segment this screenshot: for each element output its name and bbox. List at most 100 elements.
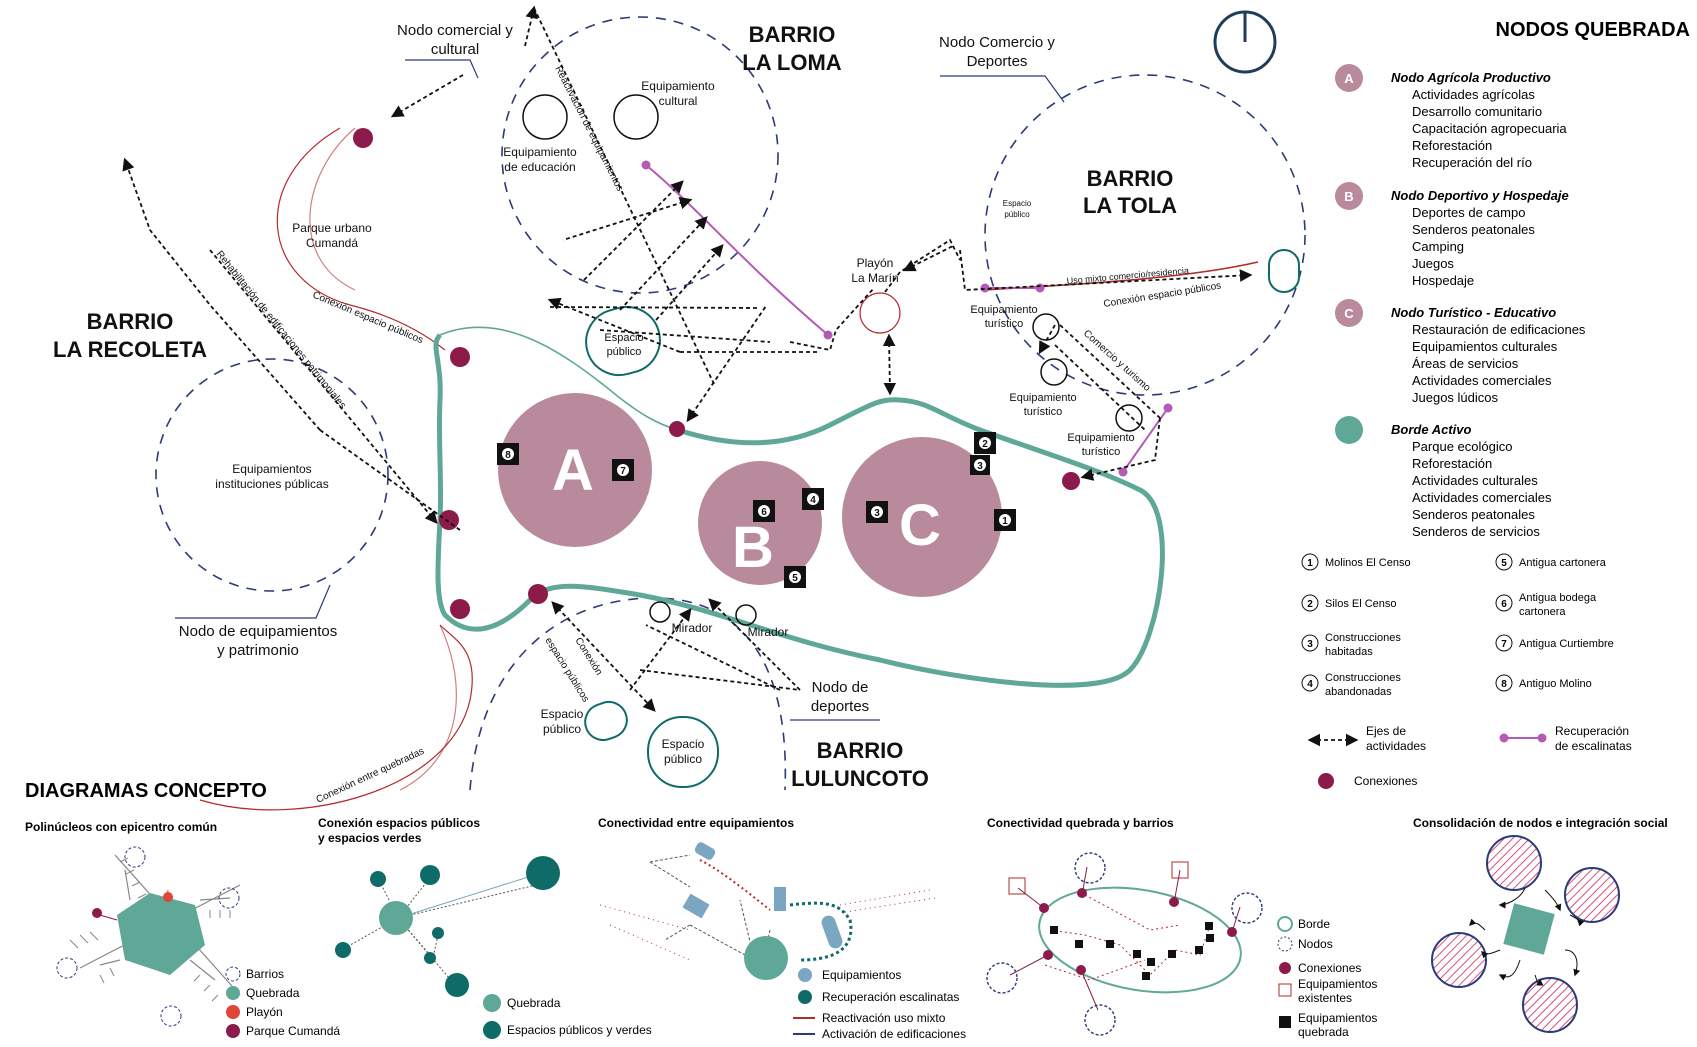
legend-group-title: Nodo Deportivo y Hospedaje bbox=[1391, 188, 1569, 203]
svg-text:Nodos: Nodos bbox=[1298, 937, 1333, 951]
barrio-tola-l2: LA TOLA bbox=[1083, 193, 1177, 218]
espacio-publico-tola-shape bbox=[1268, 249, 1300, 293]
legend-recuperacion-l2: de escalinatas bbox=[1555, 739, 1632, 753]
legend-group-title: Nodo Turístico - Educativo bbox=[1391, 305, 1556, 320]
legend-item: Reforestación bbox=[1412, 456, 1492, 471]
comercio-turismo-label: Comercio y turismo bbox=[1081, 328, 1153, 394]
conexion-quebradas-label: Conexión entre quebradas bbox=[315, 746, 426, 806]
svg-text:Reactivación uso mixto: Reactivación uso mixto bbox=[822, 1011, 946, 1025]
concept-diagram-2: Conexión espacios públicos y espacios ve… bbox=[318, 816, 652, 1039]
svg-text:Antigua bodega: Antigua bodega bbox=[1519, 592, 1597, 604]
marker-7: 7 bbox=[612, 459, 634, 481]
espacio-publico-l2-l1: Espacio bbox=[662, 737, 705, 751]
espacio-publico-loma-l2: público bbox=[607, 346, 642, 358]
parque-urbano-l2: Cumandá bbox=[306, 236, 358, 250]
barrio-recoleta-l1: BARRIO bbox=[87, 309, 174, 334]
node-a bbox=[498, 393, 652, 547]
legend-badge-letter: B bbox=[1344, 189, 1353, 204]
svg-text:Consolidación de nodos e integ: Consolidación de nodos e integración soc… bbox=[1413, 816, 1668, 830]
svg-text:4: 4 bbox=[810, 495, 816, 506]
svg-text:5: 5 bbox=[1501, 558, 1507, 569]
marker-2: 2 bbox=[974, 432, 996, 454]
equip-turistico-3-l2: turístico bbox=[1082, 446, 1121, 458]
marker-4: 4 bbox=[802, 488, 824, 510]
conexion-ep-lulun-l1: Conexión bbox=[572, 636, 604, 678]
conexion-quebradas-curve bbox=[199, 624, 473, 811]
svg-text:Quebrada: Quebrada bbox=[246, 986, 300, 1000]
concept-diagram-5: Consolidación de nodos e integración soc… bbox=[1413, 816, 1668, 1033]
legend-conexiones: Conexiones bbox=[1354, 774, 1417, 788]
marker-1: 1 bbox=[994, 509, 1016, 531]
node-b-letter: B bbox=[732, 515, 774, 580]
equip-instituciones-l2: instituciones públicas bbox=[215, 477, 328, 491]
equip-educacion-l1: Equipamiento bbox=[503, 145, 577, 159]
legend-recuperacion-l1: Recuperación bbox=[1555, 724, 1629, 738]
legend-title: NODOS QUEBRADA bbox=[1496, 19, 1690, 41]
nodo-deportes-l2: deportes bbox=[811, 698, 869, 715]
equip-turistico-2-l2: turístico bbox=[1024, 406, 1063, 418]
mirador-2: Mirador bbox=[748, 625, 789, 639]
barrio-recoleta-l2: LA RECOLETA bbox=[53, 337, 207, 362]
barrio-luluncoto-arc bbox=[469, 597, 787, 791]
numbered-markers: 8 7 6 4 5 3 2 3 1 bbox=[497, 432, 1016, 588]
equip-turistico-1-l1: Equipamiento bbox=[970, 304, 1037, 316]
espacio-publico-loma-l1: Espacio bbox=[604, 332, 643, 344]
legend-item: Reforestación bbox=[1412, 138, 1492, 153]
legend-item: Senderos peatonales bbox=[1412, 222, 1535, 237]
barrio-la-tola-circle bbox=[984, 74, 1306, 396]
nodo-comercio-deportes-l1: Nodo Comercio y bbox=[939, 34, 1055, 51]
legend-badge bbox=[1335, 416, 1363, 444]
nodo-equipamientos-l1: Nodo de equipamientos bbox=[179, 623, 337, 640]
svg-text:Activación de edificaciones: Activación de edificaciones bbox=[822, 1027, 966, 1041]
equip-instituciones-l1: Equipamientos bbox=[232, 462, 311, 476]
nodo-comercial-l1: Nodo comercial y bbox=[397, 22, 513, 39]
mirador-1: Mirador bbox=[672, 621, 713, 635]
legend-item: Parque ecológico bbox=[1412, 439, 1512, 454]
svg-text:8: 8 bbox=[505, 450, 511, 461]
svg-text:existentes: existentes bbox=[1298, 991, 1352, 1005]
concept-diagram-1: Polinúcleos con epicentro común Barrios … bbox=[25, 820, 340, 1038]
legend-item: Juegos bbox=[1412, 256, 1454, 271]
svg-text:Equipamientos: Equipamientos bbox=[822, 968, 901, 982]
legend-item: Desarrollo comunitario bbox=[1412, 104, 1542, 119]
svg-text:Conectividad entre equipamient: Conectividad entre equipamientos bbox=[598, 816, 794, 830]
ejes-actividades bbox=[122, 5, 1253, 712]
svg-text:3: 3 bbox=[977, 461, 983, 472]
nodo-deportes-l1: Nodo de bbox=[812, 679, 869, 696]
svg-text:1: 1 bbox=[1002, 516, 1008, 527]
svg-text:5: 5 bbox=[792, 573, 798, 584]
legend-item: Camping bbox=[1412, 239, 1464, 254]
svg-text:Construcciones: Construcciones bbox=[1325, 672, 1401, 684]
svg-text:2: 2 bbox=[982, 439, 988, 450]
playon-l2: La Marín bbox=[851, 271, 898, 285]
legend-item: Juegos lúdicos bbox=[1412, 390, 1498, 405]
barrio-la-recoleta-circle bbox=[155, 358, 389, 592]
legend-item: Capacitación agropecuaria bbox=[1412, 121, 1567, 136]
espacio-publico-l2-l2: público bbox=[664, 752, 702, 766]
legend-group-title: Borde Activo bbox=[1391, 422, 1471, 437]
legend-item: Equipamientos culturales bbox=[1412, 339, 1558, 354]
node-a-letter: A bbox=[552, 438, 594, 503]
barrio-luluncoto-l2: LULUNCOTO bbox=[791, 766, 929, 791]
svg-text:Conectividad quebrada y barrio: Conectividad quebrada y barrios bbox=[987, 816, 1174, 830]
quebrada-outline-thin bbox=[439, 326, 679, 431]
svg-text:Construcciones: Construcciones bbox=[1325, 632, 1401, 644]
legend-item: Senderos peatonales bbox=[1412, 507, 1535, 522]
svg-text:cartonera: cartonera bbox=[1519, 606, 1566, 618]
equip-turistico-2-l1: Equipamiento bbox=[1009, 392, 1076, 404]
svg-text:Antiguo Molino: Antiguo Molino bbox=[1519, 678, 1592, 690]
svg-text:quebrada: quebrada bbox=[1298, 1025, 1349, 1039]
borde-activo bbox=[433, 333, 1165, 688]
